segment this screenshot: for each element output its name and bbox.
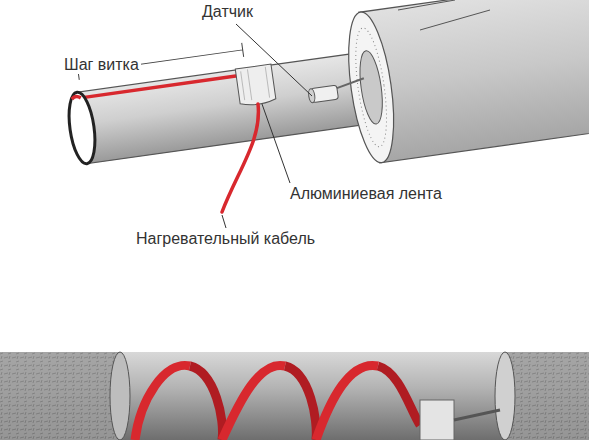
photo-cable	[190, 366, 223, 440]
part-label: Алюминиевая лента	[288, 185, 444, 203]
photo-cable	[222, 365, 285, 440]
insulation-end	[341, 9, 402, 165]
heating-cable-end	[72, 96, 81, 99]
part-label: Нагревательный кабель	[134, 230, 317, 248]
photo-insulation-edge	[495, 352, 515, 440]
photo-insulation-right	[505, 352, 589, 440]
insulation-texture	[350, 26, 392, 148]
photo-cable	[285, 366, 316, 440]
tape-leader	[262, 104, 290, 183]
part-label: Датчик	[200, 3, 255, 21]
aluminium-tape	[235, 64, 276, 107]
tape-shade	[241, 67, 270, 101]
photo-cable	[378, 366, 420, 425]
heating-cable	[81, 74, 248, 98]
sensor-wire	[336, 78, 365, 88]
pipe-photo	[0, 352, 589, 440]
sensor-leader	[236, 24, 312, 96]
photo-sensor-wire	[454, 410, 500, 420]
heating-cable-loose-end	[222, 104, 258, 212]
photo-insulation-left	[0, 352, 120, 440]
pipe-group	[60, 0, 589, 205]
cable-leader	[222, 215, 226, 228]
photo-cable	[135, 365, 190, 440]
photo-cable	[316, 365, 378, 440]
photo-insulation-edge	[110, 352, 130, 440]
part-label: Шаг витка	[62, 56, 141, 74]
insulation-dimension	[398, 0, 490, 30]
photo-tape	[420, 400, 454, 440]
pipe-end	[65, 91, 99, 166]
photo-pipe	[0, 352, 589, 440]
pipe-in-insulation	[356, 49, 386, 125]
